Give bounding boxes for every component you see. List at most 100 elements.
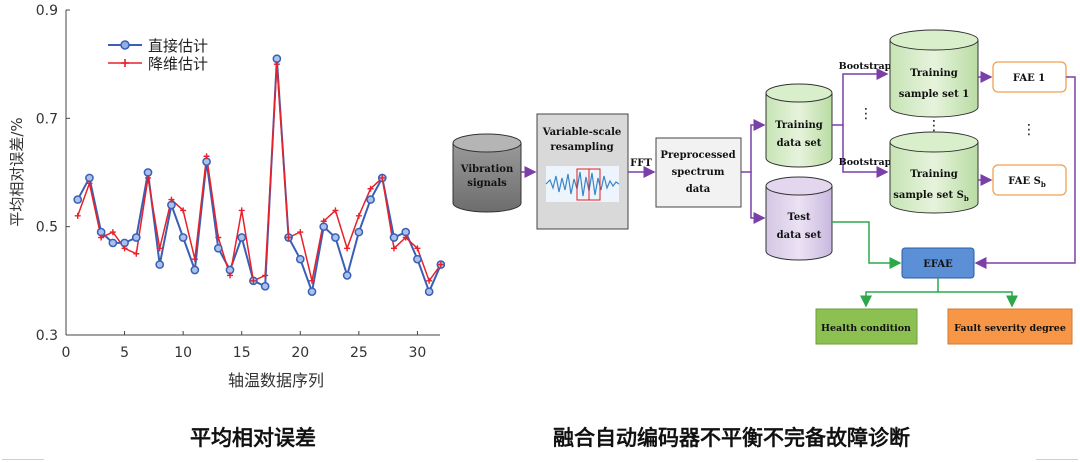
data-point-series-2	[344, 245, 351, 252]
y-axis-label: 平均相对误差/%	[8, 117, 26, 226]
test-data-label-line1: Test	[788, 212, 811, 223]
series-layer	[73, 54, 445, 297]
arrow-fae-bracket-to-efae	[974, 76, 1076, 269]
data-point-series-2	[98, 234, 105, 241]
data-point-series-1	[155, 260, 165, 269]
training-data-set-cylinder: Training data set	[765, 83, 833, 168]
data-point-series-1	[389, 233, 399, 242]
data-point-series-2	[133, 250, 140, 257]
efae-label: EFAE	[923, 259, 953, 270]
data-point-series-2	[391, 245, 397, 252]
sample-set-sb-label-line1: Training	[910, 169, 958, 180]
training-sample-set-sb-cylinder: Training sample set Sb	[889, 131, 979, 214]
data-point-series-1	[354, 227, 364, 237]
data-point-series-1	[424, 287, 434, 297]
series-line-1	[76, 58, 442, 296]
x-tick-label: 20	[291, 345, 309, 361]
vibration-label-line2: signals	[467, 178, 507, 189]
arrow-to-training-data	[741, 119, 766, 173]
x-tick-label: 25	[350, 345, 368, 361]
y-tick-label: 0.9	[36, 3, 58, 19]
legend-label-series-2: 降维估计	[148, 55, 208, 73]
bottom-edge-mark-left	[2, 459, 44, 460]
data-point-series-2	[273, 61, 280, 68]
fault-severity-box: Fault severity degree	[947, 308, 1073, 345]
data-point-series-2	[203, 153, 210, 160]
data-point-series-1	[108, 238, 118, 248]
data-point-series-2	[426, 277, 433, 284]
caption-right: 融合自动编码器不平衡不完备故障诊断	[553, 426, 910, 450]
fae-1-label: FAE 1	[1013, 73, 1045, 84]
waveform-thumbnail	[545, 166, 620, 202]
training-data-label-line1: Training	[775, 120, 823, 131]
data-point-series-1	[213, 243, 223, 253]
x-tick-label: 30	[409, 345, 427, 361]
legend-marker-series-1	[120, 40, 130, 50]
y-ticks: 0.3 0.5 0.7 0.9	[36, 3, 70, 344]
data-point-series-2	[238, 207, 245, 214]
ellipsis-fae: ⋮	[1022, 122, 1036, 138]
data-point-series-2	[109, 229, 116, 236]
arrow-efae-to-outputs	[860, 278, 939, 308]
data-point-series-2	[191, 256, 198, 263]
x-tick-label: 5	[120, 345, 129, 361]
data-point-series-2	[309, 277, 315, 284]
test-data-label-line2: data set	[777, 230, 822, 241]
vibration-signals-cylinder: Vibration signals	[452, 133, 522, 213]
data-point-series-2	[250, 277, 257, 284]
variable-scale-resampling-box: Variable-scale resampling	[536, 113, 629, 230]
y-tick-label: 0.3	[36, 328, 58, 344]
data-point-series-2	[332, 207, 339, 214]
resampling-label-line1: Variable-scale	[542, 127, 622, 138]
bottom-edge-mark-right	[1036, 459, 1078, 460]
y-tick-label: 0.5	[36, 220, 58, 236]
x-tick-label: 15	[233, 345, 251, 361]
data-point-series-2	[414, 245, 421, 252]
legend-marker-series-2	[121, 59, 129, 67]
data-point-series-2	[320, 218, 327, 225]
data-point-series-2	[156, 245, 163, 252]
arrow-bootstrap-sb	[842, 125, 889, 178]
resampling-label-line2: resampling	[550, 142, 613, 153]
fae-sb-box: FAE Sb	[992, 164, 1067, 196]
vibration-label-line1: Vibration	[460, 164, 514, 175]
data-point-series-1	[307, 287, 317, 297]
test-data-set-cylinder: Test data set	[765, 176, 833, 261]
data-point-series-2	[86, 180, 93, 187]
data-point-series-2	[367, 185, 374, 192]
data-point-series-1	[190, 265, 200, 275]
legend: 直接估计 降维估计	[108, 37, 208, 73]
training-data-label-line2: data set	[777, 138, 822, 149]
data-point-series-2	[168, 196, 175, 203]
data-point-series-2	[145, 174, 151, 181]
data-point-series-1	[413, 254, 422, 264]
data-point-series-1	[342, 271, 352, 280]
x-ticks: 05101520253035	[62, 331, 427, 361]
preprocessed-spectrum-box: Preprocessed spectrum data	[655, 137, 742, 208]
x-tick-label: 10	[174, 345, 192, 361]
x-axis-label: 轴温数据序列	[228, 371, 324, 390]
caption-left: 平均相对误差	[190, 426, 316, 450]
legend-label-series-1: 直接估计	[148, 37, 208, 55]
preprocessed-label-line2: spectrum	[672, 167, 725, 178]
arrow-to-test-data	[750, 172, 766, 224]
y-tick-label: 0.7	[36, 111, 58, 127]
preprocessed-label-line1: Preprocessed	[660, 150, 735, 161]
x-tick-label: 0	[62, 345, 71, 361]
arrow-bootstrap-1	[832, 68, 889, 126]
data-point-series-2	[285, 234, 292, 241]
data-point-series-1	[366, 195, 375, 204]
data-point-series-2	[379, 174, 386, 181]
health-condition-label: Health condition	[821, 323, 911, 334]
data-point-series-2	[74, 212, 81, 219]
data-point-series-2	[180, 207, 187, 214]
data-point-series-2	[215, 234, 222, 241]
data-point-series-2	[227, 272, 233, 279]
data-point-series-2	[297, 229, 304, 236]
data-point-series-1	[131, 233, 141, 242]
efae-box: EFAE	[901, 247, 975, 279]
sample-set-1-label-line1: Training	[910, 68, 958, 79]
plot-frame	[65, 10, 440, 336]
data-point-series-1	[295, 254, 305, 264]
arrow-efae-to-fault	[938, 291, 1018, 308]
